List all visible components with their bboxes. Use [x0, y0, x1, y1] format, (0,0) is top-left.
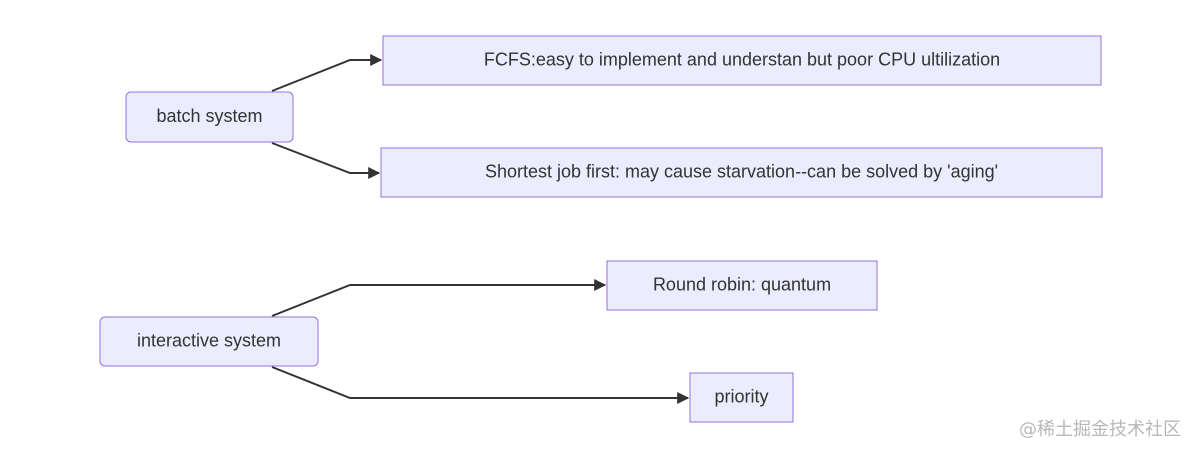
edge-interactive-to-round-robin [271, 279, 607, 317]
edge-interactive-to-priority [271, 366, 690, 404]
node-batch-system[interactable]: batch system [125, 91, 294, 143]
node-fcfs[interactable]: FCFS:easy to implement and understan but… [382, 35, 1102, 86]
edge-batch-to-fcfs [271, 54, 383, 92]
node-round-robin[interactable]: Round robin: quantum [606, 260, 878, 311]
node-shortest-job-first-label: Shortest job first: may cause starvation… [485, 161, 998, 181]
edges [271, 54, 690, 404]
node-priority-label: priority [714, 386, 768, 406]
node-shortest-job-first[interactable]: Shortest job first: may cause starvation… [380, 147, 1103, 198]
edge-batch-to-sjf [271, 142, 381, 179]
node-priority[interactable]: priority [689, 372, 794, 423]
node-round-robin-label: Round robin: quantum [653, 274, 831, 294]
watermark-text: @稀土掘金技术社区 [1019, 419, 1181, 440]
node-interactive-system[interactable]: interactive system [99, 316, 319, 367]
node-batch-system-label: batch system [156, 106, 262, 126]
node-fcfs-label: FCFS:easy to implement and understan but… [484, 49, 1000, 69]
node-interactive-system-label: interactive system [137, 330, 281, 350]
